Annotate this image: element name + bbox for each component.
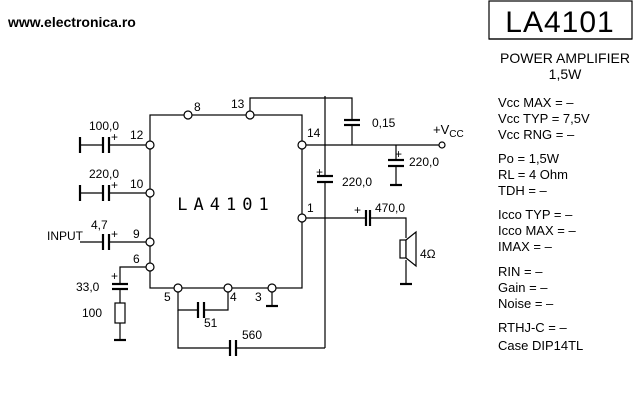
c6-plus: +: [111, 269, 118, 283]
cvcc-plus: +: [395, 147, 402, 161]
wires: [80, 96, 440, 349]
c12-plus: +: [111, 130, 118, 144]
cvcc-value: 220,0: [409, 155, 439, 169]
pin-14-label: 14: [307, 126, 321, 140]
spec-vcc-max: Vcc MAX = –: [498, 95, 574, 110]
spec-vcc-rng: Vcc RNG = –: [498, 127, 575, 142]
spec-gain: Gain = –: [498, 280, 548, 295]
chip-title: LA4101: [505, 6, 614, 39]
pin-9-label: 9: [133, 227, 140, 241]
pin-13-label: 13: [231, 97, 245, 111]
cmid-plus: +: [316, 165, 323, 179]
spec-noise: Noise = –: [498, 296, 554, 311]
description: POWER AMPLIFIER: [500, 50, 630, 66]
cout-plus: +: [354, 203, 361, 217]
site-url[interactable]: www.electronica.ro: [7, 14, 136, 30]
vcc-terminal[interactable]: [438, 141, 446, 149]
spec-icco-max: Icco MAX = –: [498, 223, 576, 238]
cbottom-value: 560: [242, 328, 262, 342]
cout-value: 470,0: [375, 201, 405, 215]
speaker-value: 4Ω: [420, 247, 436, 261]
resistor-pin6: [114, 302, 126, 324]
c54-value: 51: [204, 316, 218, 330]
input-label: INPUT: [47, 229, 84, 243]
pin-4-label: 4: [230, 290, 237, 304]
spec-rin: RIN = –: [498, 264, 543, 279]
c6-value: 33,0: [76, 280, 100, 294]
pin-markers: [145, 110, 307, 293]
c12-value: 100,0: [89, 119, 119, 133]
capacitors: [78, 118, 412, 356]
spec-rl: RL = 4 Ohm: [498, 167, 568, 182]
c10-plus: +: [111, 178, 118, 192]
speaker-icon: [399, 230, 417, 268]
pin-5-label: 5: [164, 290, 171, 304]
pin-12-label: 12: [130, 128, 144, 142]
c13-value: 0,15: [372, 116, 396, 130]
cmid-value: 220,0: [342, 175, 372, 189]
r6-value: 100: [82, 306, 102, 320]
pin-10-label: 10: [130, 177, 144, 191]
pin-6-label: 6: [133, 252, 140, 266]
c9-plus: +: [111, 227, 118, 241]
c10-value: 220,0: [89, 167, 119, 181]
spec-rthjc: RTHJ-C = –: [498, 320, 568, 335]
power-rating: 1,5W: [549, 66, 582, 82]
pin-3-label: 3: [255, 290, 262, 304]
spec-imax: IMAX = –: [498, 239, 553, 254]
pin-1-label: 1: [307, 201, 314, 215]
vcc-label: +VCC: [433, 122, 464, 140]
spec-case: Case DIP14TL: [498, 338, 583, 353]
c9-value: 4,7: [91, 218, 108, 232]
spec-vcc-typ: Vcc TYP = 7,5V: [498, 111, 590, 126]
pin-8-label: 8: [194, 100, 201, 114]
spec-po: Po = 1,5W: [498, 151, 560, 166]
spec-icco-typ: Icco TYP = –: [498, 207, 573, 222]
ic-label: LA4101: [177, 195, 274, 215]
spec-tdh: TDH = –: [498, 183, 548, 198]
